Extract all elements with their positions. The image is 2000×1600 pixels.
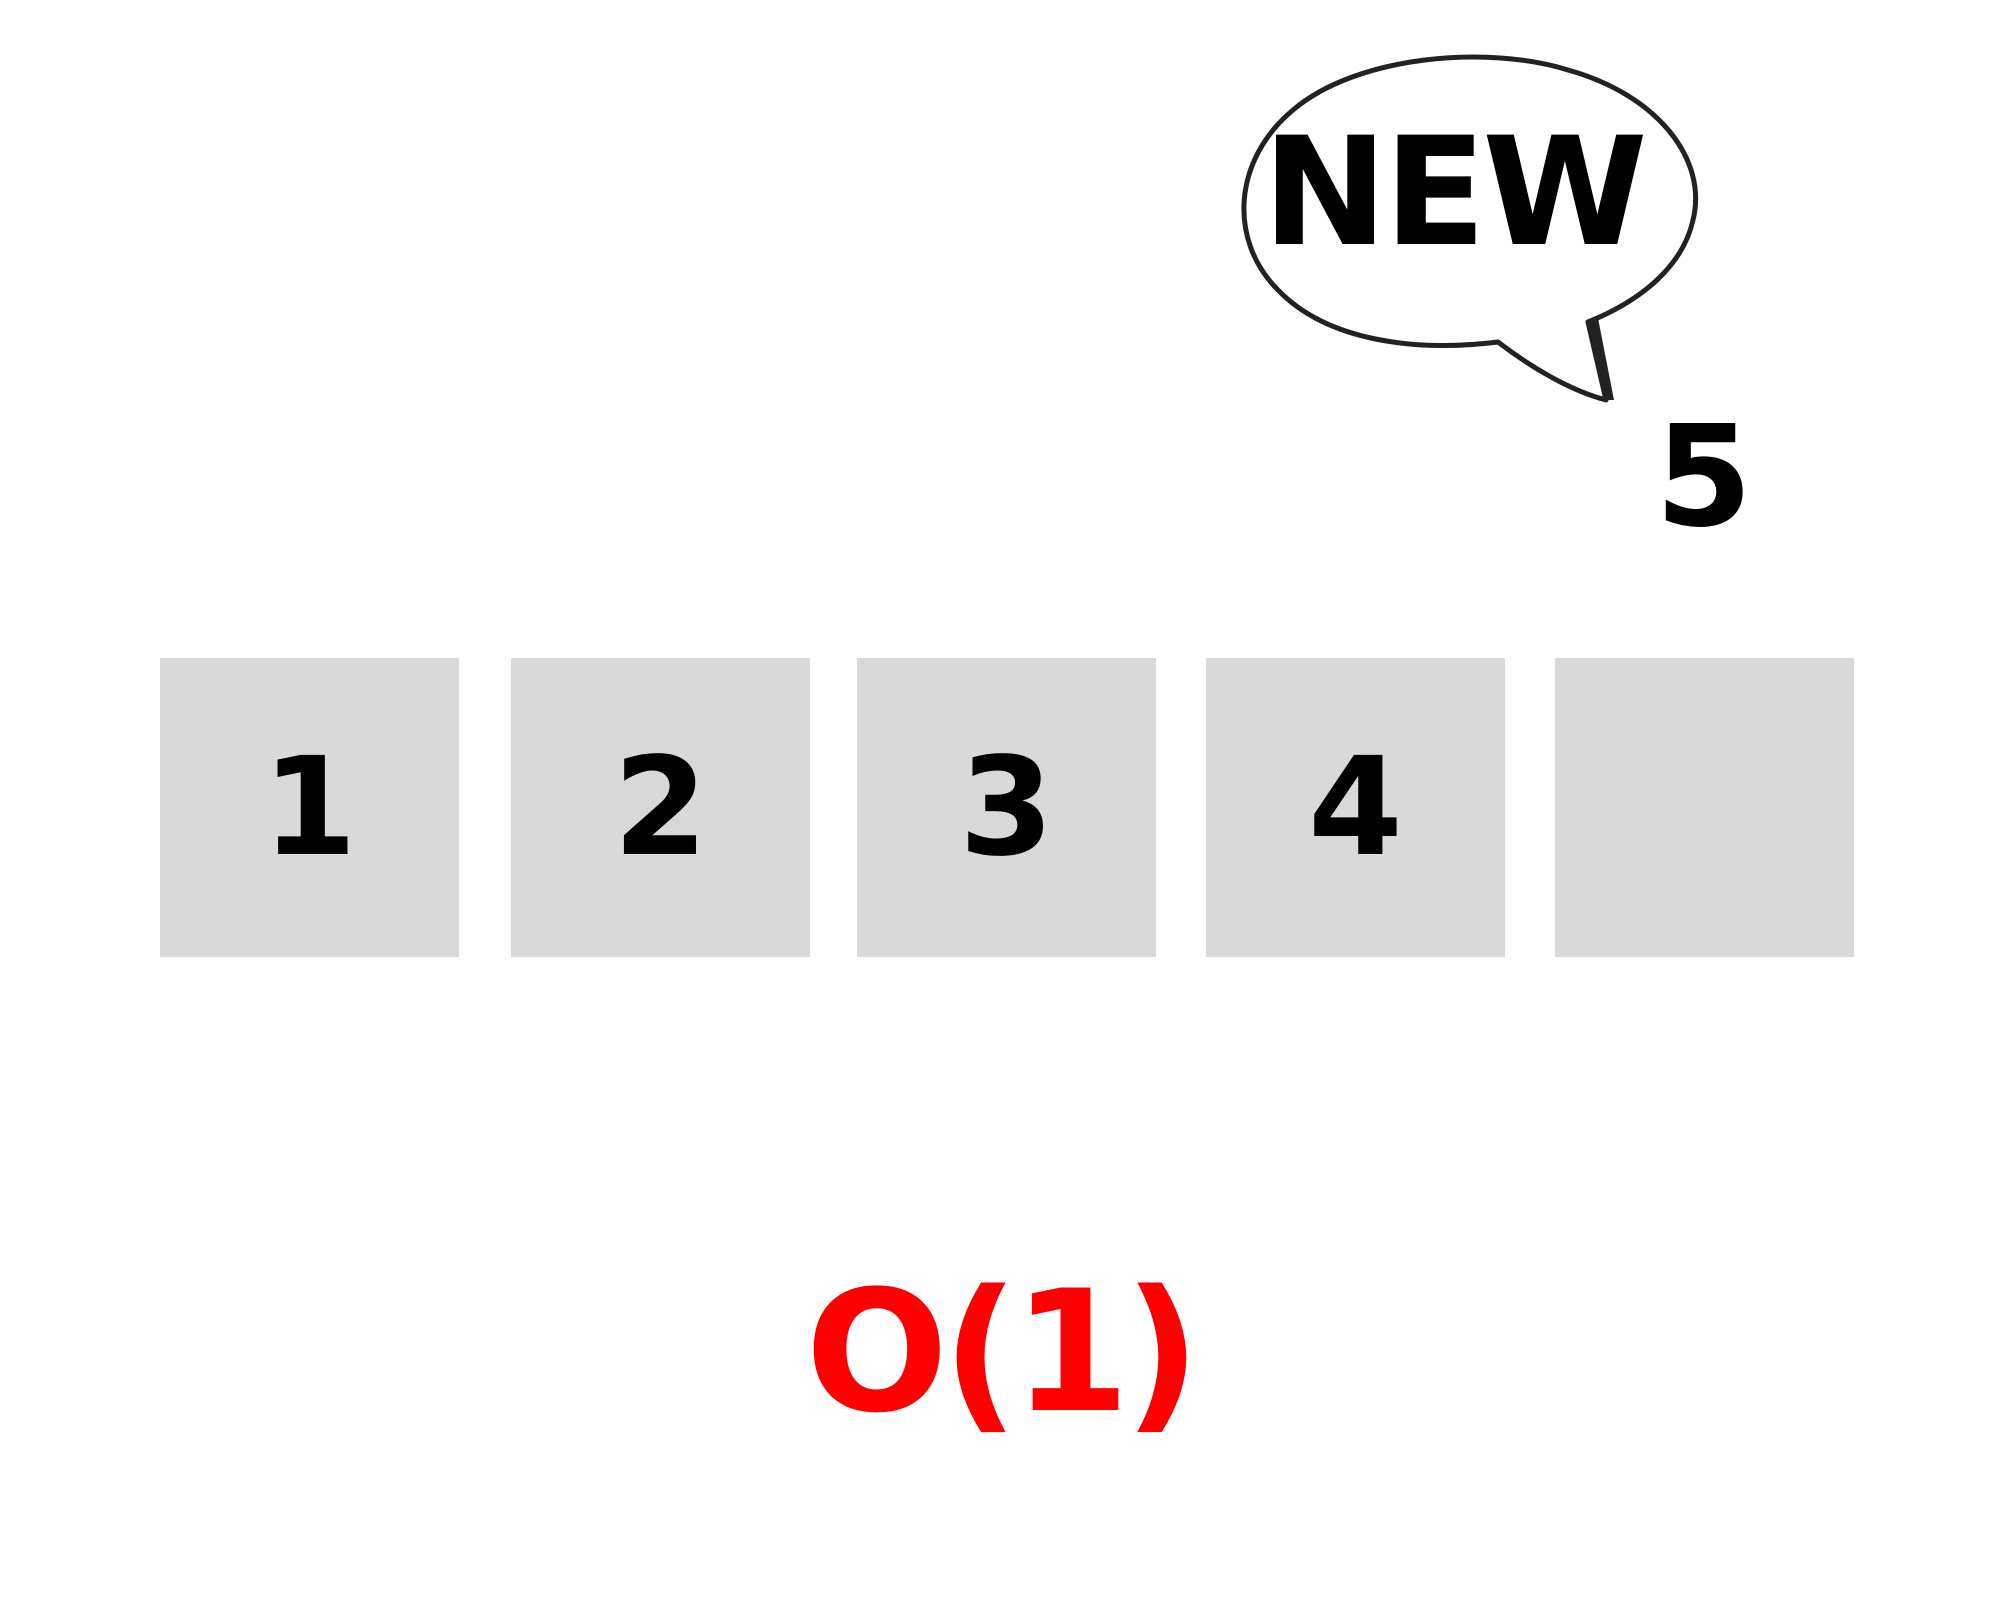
array-cell: 2	[511, 658, 810, 957]
speech-bubble	[1241, 54, 1699, 403]
array-cell-value: 2	[613, 728, 708, 887]
array-cell-value: 1	[262, 728, 357, 887]
new-label: NEW	[1262, 106, 1647, 280]
speech-bubble-tail-shadow	[1588, 318, 1614, 400]
array-cell-value: 4	[1308, 728, 1403, 887]
incoming-element-value: 5	[1655, 396, 1753, 559]
array-cell: 4	[1206, 658, 1505, 957]
complexity-label: O(1)	[805, 1254, 1200, 1450]
array-cell: 1	[160, 658, 459, 957]
speech-bubble-outline	[1241, 54, 1699, 403]
array-cell-empty	[1555, 658, 1854, 957]
array-cell: 3	[857, 658, 1156, 957]
array-cell-value: 3	[959, 728, 1054, 887]
